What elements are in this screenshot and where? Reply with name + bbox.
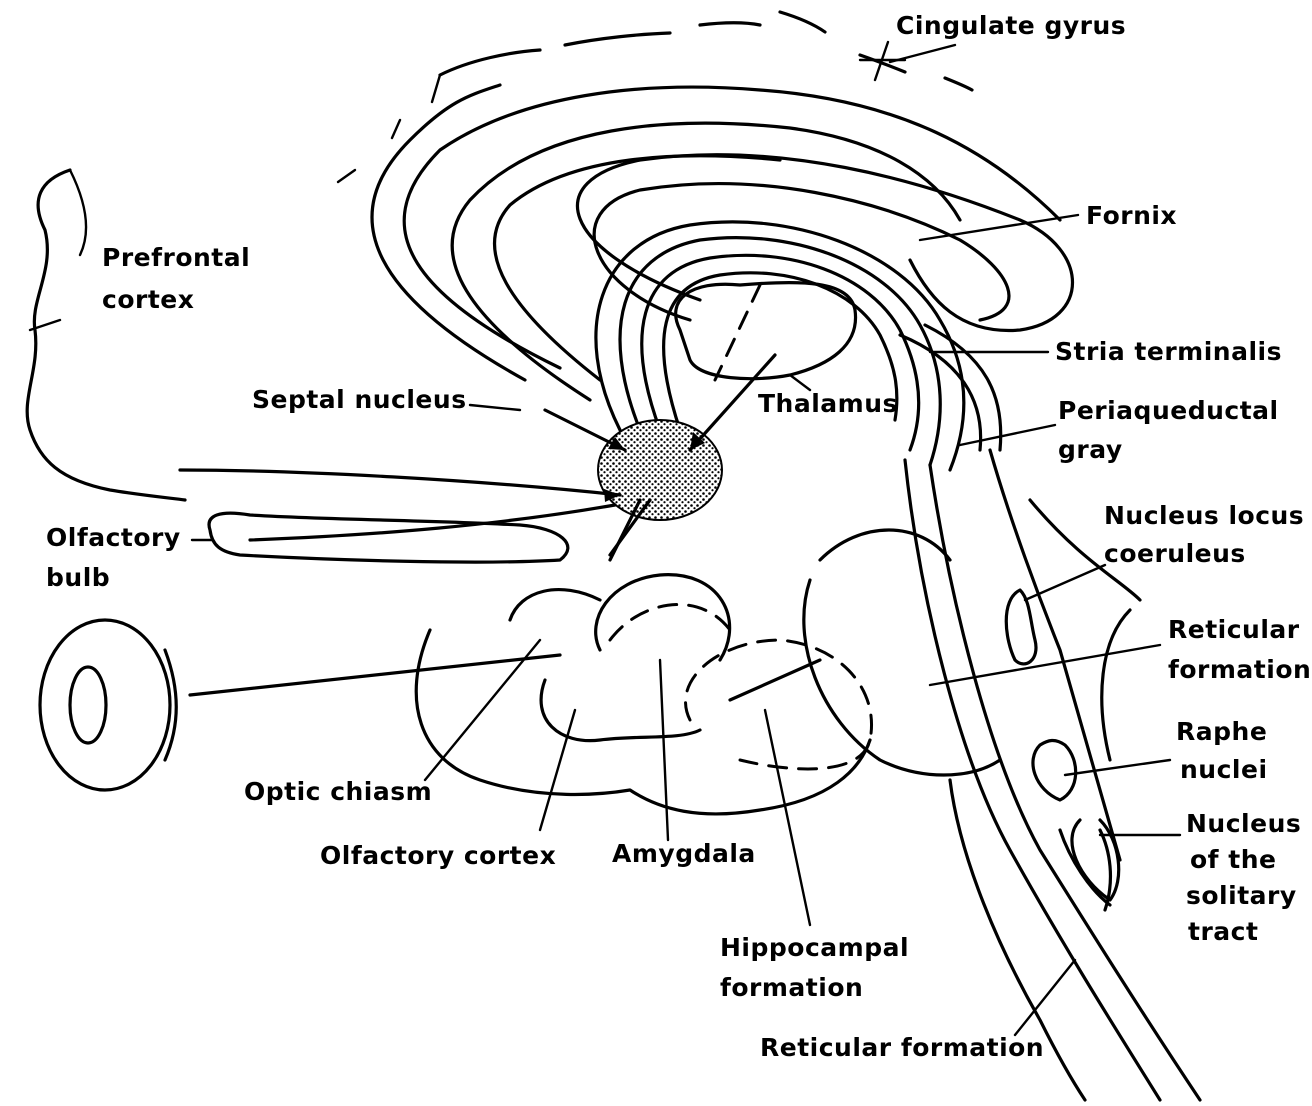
prefrontal-cortex-outline [27,170,185,500]
label-thalamus: Thalamus [758,388,898,419]
cingulate-gyrus-arc [440,12,972,90]
label-nucleus-solitary-tract-line4: tract [1188,916,1258,947]
temporal-region [416,530,1000,814]
label-olfactory-cortex: Olfactory cortex [320,840,556,871]
label-raphe-nuclei-line2: nuclei [1180,754,1268,785]
label-nucleus-solitary-tract-line1: Nucleus [1186,808,1301,839]
label-nucleus-solitary-tract-line2: of the [1190,844,1276,875]
label-hippocampal-formation-line2: formation [720,972,863,1003]
label-periaqueductal-gray-line1: Periaqueductal [1058,395,1279,426]
label-reticular-formation-right-line2: formation [1168,654,1311,685]
label-reticular-formation-bottom: Reticular formation [760,1032,1044,1063]
label-fornix: Fornix [1086,200,1177,231]
label-nucleus-locus-coeruleus-line2: coeruleus [1104,538,1246,569]
label-olfactory-bulb-line2: bulb [46,562,110,593]
raphe-nuclei-shape [1033,740,1076,800]
label-raphe-nuclei-line1: Raphe [1176,716,1267,747]
label-stria-terminalis: Stria terminalis [1055,336,1282,367]
label-periaqueductal-gray-line2: gray [1058,434,1123,465]
label-prefrontal-cortex-line2: cortex [102,284,194,315]
label-olfactory-bulb-line1: Olfactory [46,522,181,553]
locus-coeruleus-shape [1006,590,1036,664]
eye-drawing [40,620,560,790]
label-hippocampal-formation-line1: Hippocampal [720,932,909,963]
label-amygdala: Amygdala [612,838,756,869]
label-nucleus-solitary-tract-line3: solitary [1186,880,1297,911]
label-nucleus-locus-coeruleus-line1: Nucleus locus [1104,500,1304,531]
label-prefrontal-cortex-line1: Prefrontal [102,242,250,273]
label-septal-nucleus: Septal nucleus [252,384,467,415]
label-cingulate-gyrus: Cingulate gyrus [896,10,1126,41]
label-reticular-formation-right-line1: Reticular [1168,614,1300,645]
label-optic-chiasm: Optic chiasm [244,776,432,807]
